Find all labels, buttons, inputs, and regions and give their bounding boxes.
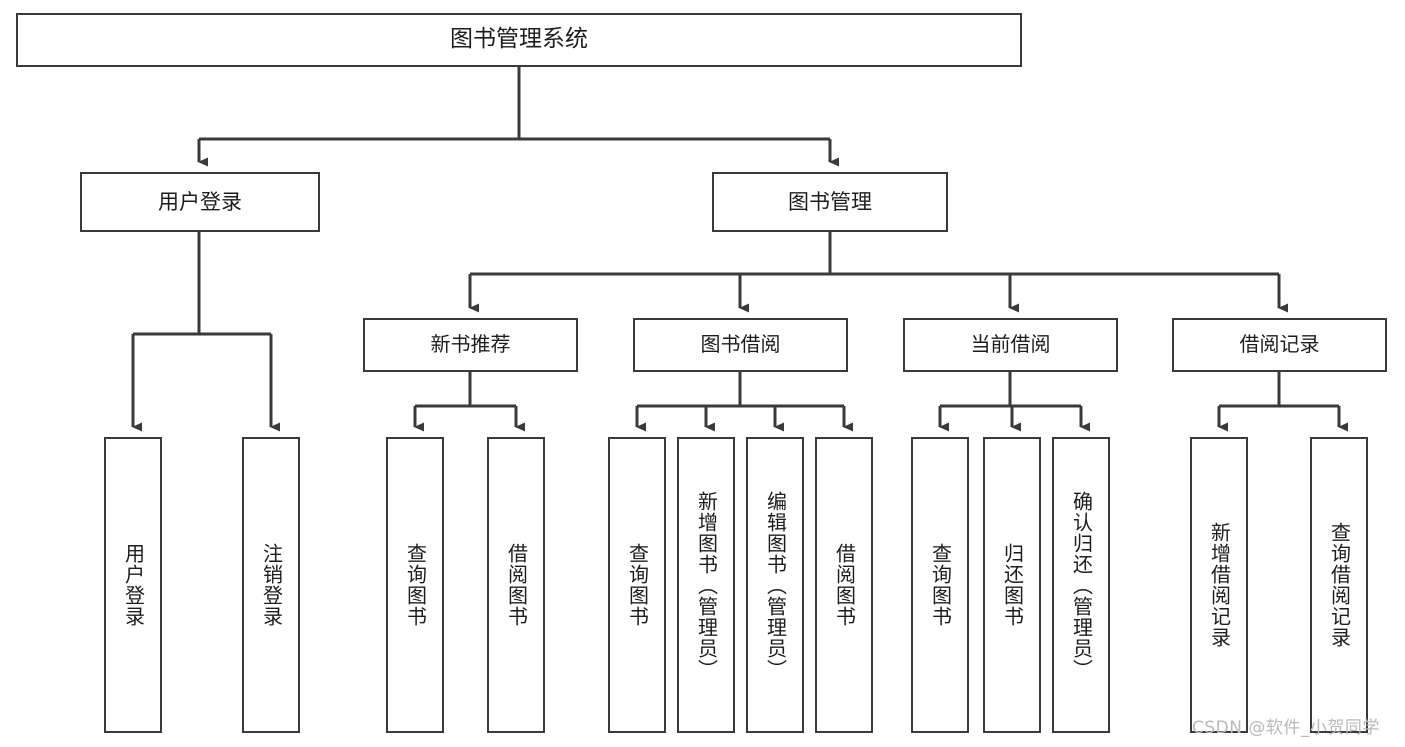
node-borrow-record-label: 借阅记录	[1239, 332, 1320, 357]
node-user-login[interactable]: 用户登录	[80, 172, 320, 232]
leaf-borrow-book-recommend[interactable]: 借阅图书	[487, 437, 545, 733]
csdn-watermark: CSDN @软件_小贺同学	[1192, 718, 1380, 738]
leaf-user-logout-label: 注销登录	[259, 543, 284, 627]
leaf-add-book-admin[interactable]: 新增图书（管理员）	[677, 437, 735, 733]
leaf-borrow-book-label: 借阅图书	[832, 543, 857, 627]
leaf-user-logout[interactable]: 注销登录	[242, 437, 300, 733]
leaf-add-borrow-record[interactable]: 新增借阅记录	[1190, 437, 1248, 733]
leaf-add-book-admin-label: 新增图书（管理员）	[694, 490, 719, 680]
leaf-add-borrow-record-label: 新增借阅记录	[1207, 522, 1232, 648]
node-book-borrow[interactable]: 图书借阅	[633, 318, 848, 372]
node-new-book-recommend-label: 新书推荐	[430, 332, 511, 357]
leaf-query-book-recommend[interactable]: 查询图书	[386, 437, 444, 733]
node-book-management[interactable]: 图书管理	[712, 172, 948, 232]
leaf-query-book-borrow-label: 查询图书	[625, 543, 650, 627]
leaf-return-book[interactable]: 归还图书	[983, 437, 1041, 733]
node-borrow-record[interactable]: 借阅记录	[1172, 318, 1387, 372]
node-root-label: 图书管理系统	[450, 26, 588, 53]
leaf-confirm-return-admin-label: 确认归还（管理员）	[1069, 490, 1094, 680]
leaf-query-borrow-record-label: 查询借阅记录	[1327, 522, 1352, 648]
node-book-borrow-label: 图书借阅	[700, 332, 781, 357]
leaf-query-book-recommend-label: 查询图书	[403, 543, 428, 627]
node-book-management-label: 图书管理	[788, 189, 872, 214]
leaf-return-book-label: 归还图书	[1000, 543, 1025, 627]
leaf-query-book-current[interactable]: 查询图书	[911, 437, 969, 733]
leaf-confirm-return-admin[interactable]: 确认归还（管理员）	[1052, 437, 1110, 733]
node-current-borrow[interactable]: 当前借阅	[903, 318, 1118, 372]
node-new-book-recommend[interactable]: 新书推荐	[363, 318, 578, 372]
node-current-borrow-label: 当前借阅	[970, 332, 1051, 357]
leaf-edit-book-admin[interactable]: 编辑图书（管理员）	[746, 437, 804, 733]
leaf-query-borrow-record[interactable]: 查询借阅记录	[1310, 437, 1368, 733]
node-root[interactable]: 图书管理系统	[16, 13, 1022, 67]
leaf-borrow-book[interactable]: 借阅图书	[815, 437, 873, 733]
leaf-user-login-label: 用户登录	[121, 543, 146, 627]
leaf-user-login[interactable]: 用户登录	[104, 437, 162, 733]
node-user-login-label: 用户登录	[158, 189, 242, 214]
leaf-query-book-current-label: 查询图书	[928, 543, 953, 627]
leaf-borrow-book-recommend-label: 借阅图书	[504, 543, 529, 627]
leaf-query-book-borrow[interactable]: 查询图书	[608, 437, 666, 733]
leaf-edit-book-admin-label: 编辑图书（管理员）	[763, 490, 788, 680]
